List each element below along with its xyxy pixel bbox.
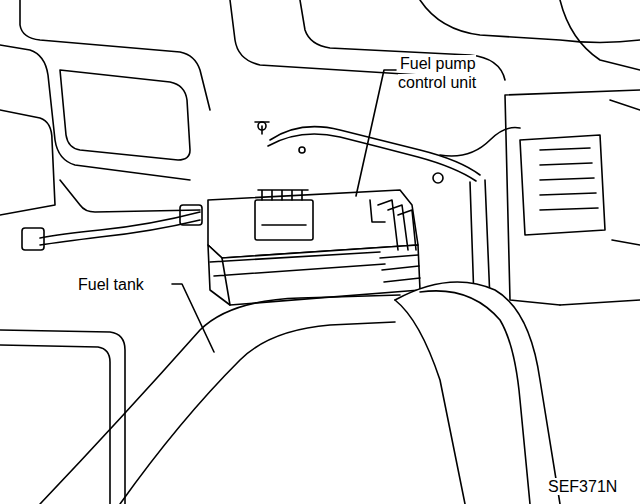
hose bbox=[395, 282, 560, 504]
part-name: Fuel pump control unit bbox=[398, 54, 516, 92]
part-name: Fuel pump control unit bbox=[398, 55, 478, 91]
hose bbox=[420, 291, 530, 504]
unit-clip bbox=[370, 200, 385, 222]
hose bbox=[395, 300, 465, 504]
tank-strap bbox=[0, 330, 125, 504]
panel-rib bbox=[230, 0, 420, 75]
wiring-harness bbox=[22, 127, 520, 250]
bracket bbox=[560, 100, 640, 305]
panel-rib bbox=[60, 70, 190, 160]
harness-wire bbox=[40, 220, 200, 245]
unit-fins bbox=[378, 200, 420, 282]
unit-connector bbox=[255, 200, 313, 240]
bracket bbox=[505, 90, 640, 305]
floor-panel bbox=[0, 0, 640, 215]
part-name: Fuel tank bbox=[76, 275, 146, 294]
harness-connector bbox=[180, 205, 202, 225]
figure-code: SEF371N bbox=[546, 477, 619, 496]
bolt bbox=[433, 173, 443, 183]
panel-rib bbox=[560, 0, 640, 70]
figure-code: SEF371N bbox=[546, 478, 619, 495]
leader-line bbox=[356, 70, 396, 196]
bracket bbox=[540, 148, 598, 210]
panel-rib bbox=[0, 110, 55, 215]
unit-edge bbox=[210, 252, 385, 305]
panel-rib bbox=[20, 0, 210, 110]
harness-wire bbox=[268, 134, 476, 181]
tank-outline bbox=[120, 322, 395, 504]
bolt bbox=[255, 122, 269, 134]
tank-outline bbox=[40, 295, 400, 504]
harness-connector bbox=[22, 228, 44, 250]
part-name: Fuel tank bbox=[76, 276, 146, 293]
panel-rib bbox=[420, 0, 640, 43]
harness-wire bbox=[440, 128, 520, 157]
filler-hose bbox=[395, 282, 560, 504]
fuel-pump-control-unit bbox=[208, 190, 420, 305]
bracket bbox=[470, 180, 490, 300]
bolt bbox=[299, 147, 305, 153]
leader-line bbox=[172, 284, 214, 352]
panel-rib bbox=[60, 180, 200, 212]
right-bracket bbox=[470, 90, 640, 305]
panel-rib bbox=[0, 45, 190, 180]
fuel-tank bbox=[0, 295, 400, 504]
tank-strap bbox=[0, 345, 110, 504]
connector-pins bbox=[258, 190, 308, 225]
